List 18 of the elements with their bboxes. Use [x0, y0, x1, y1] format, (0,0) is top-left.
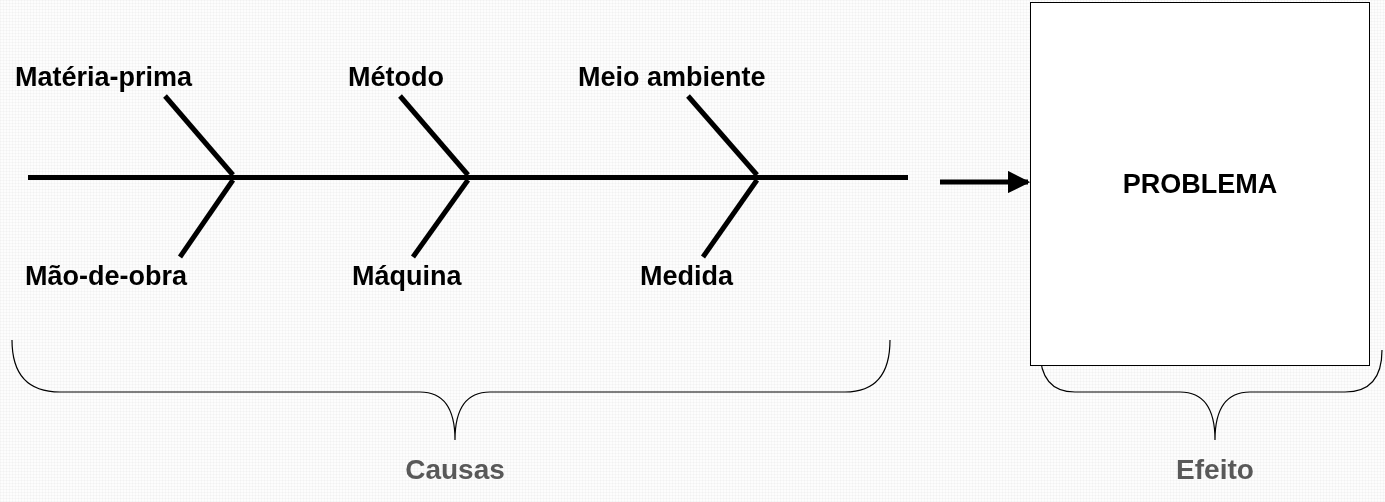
- brace-label: Efeito: [1176, 453, 1254, 487]
- arrow: [940, 170, 1031, 194]
- bone-line: [398, 94, 470, 177]
- cause-label: Medida: [640, 257, 733, 295]
- effect-box: [1030, 2, 1370, 366]
- brace-label: Causas: [405, 453, 505, 487]
- cause-label: Mão-de-obra: [25, 257, 187, 295]
- fishbone-spine: [28, 175, 908, 180]
- effect-text: PROBLEMA: [1122, 168, 1278, 200]
- bone-line: [177, 178, 236, 259]
- bone-line: [410, 178, 471, 259]
- bone-line: [686, 94, 759, 177]
- bone-line: [700, 178, 760, 259]
- bone-line: [163, 94, 235, 177]
- cause-label: Matéria-prima: [15, 58, 193, 96]
- cause-label: Máquina: [352, 257, 462, 295]
- cause-label: Meio ambiente: [578, 58, 766, 96]
- cause-label: Método: [348, 58, 444, 96]
